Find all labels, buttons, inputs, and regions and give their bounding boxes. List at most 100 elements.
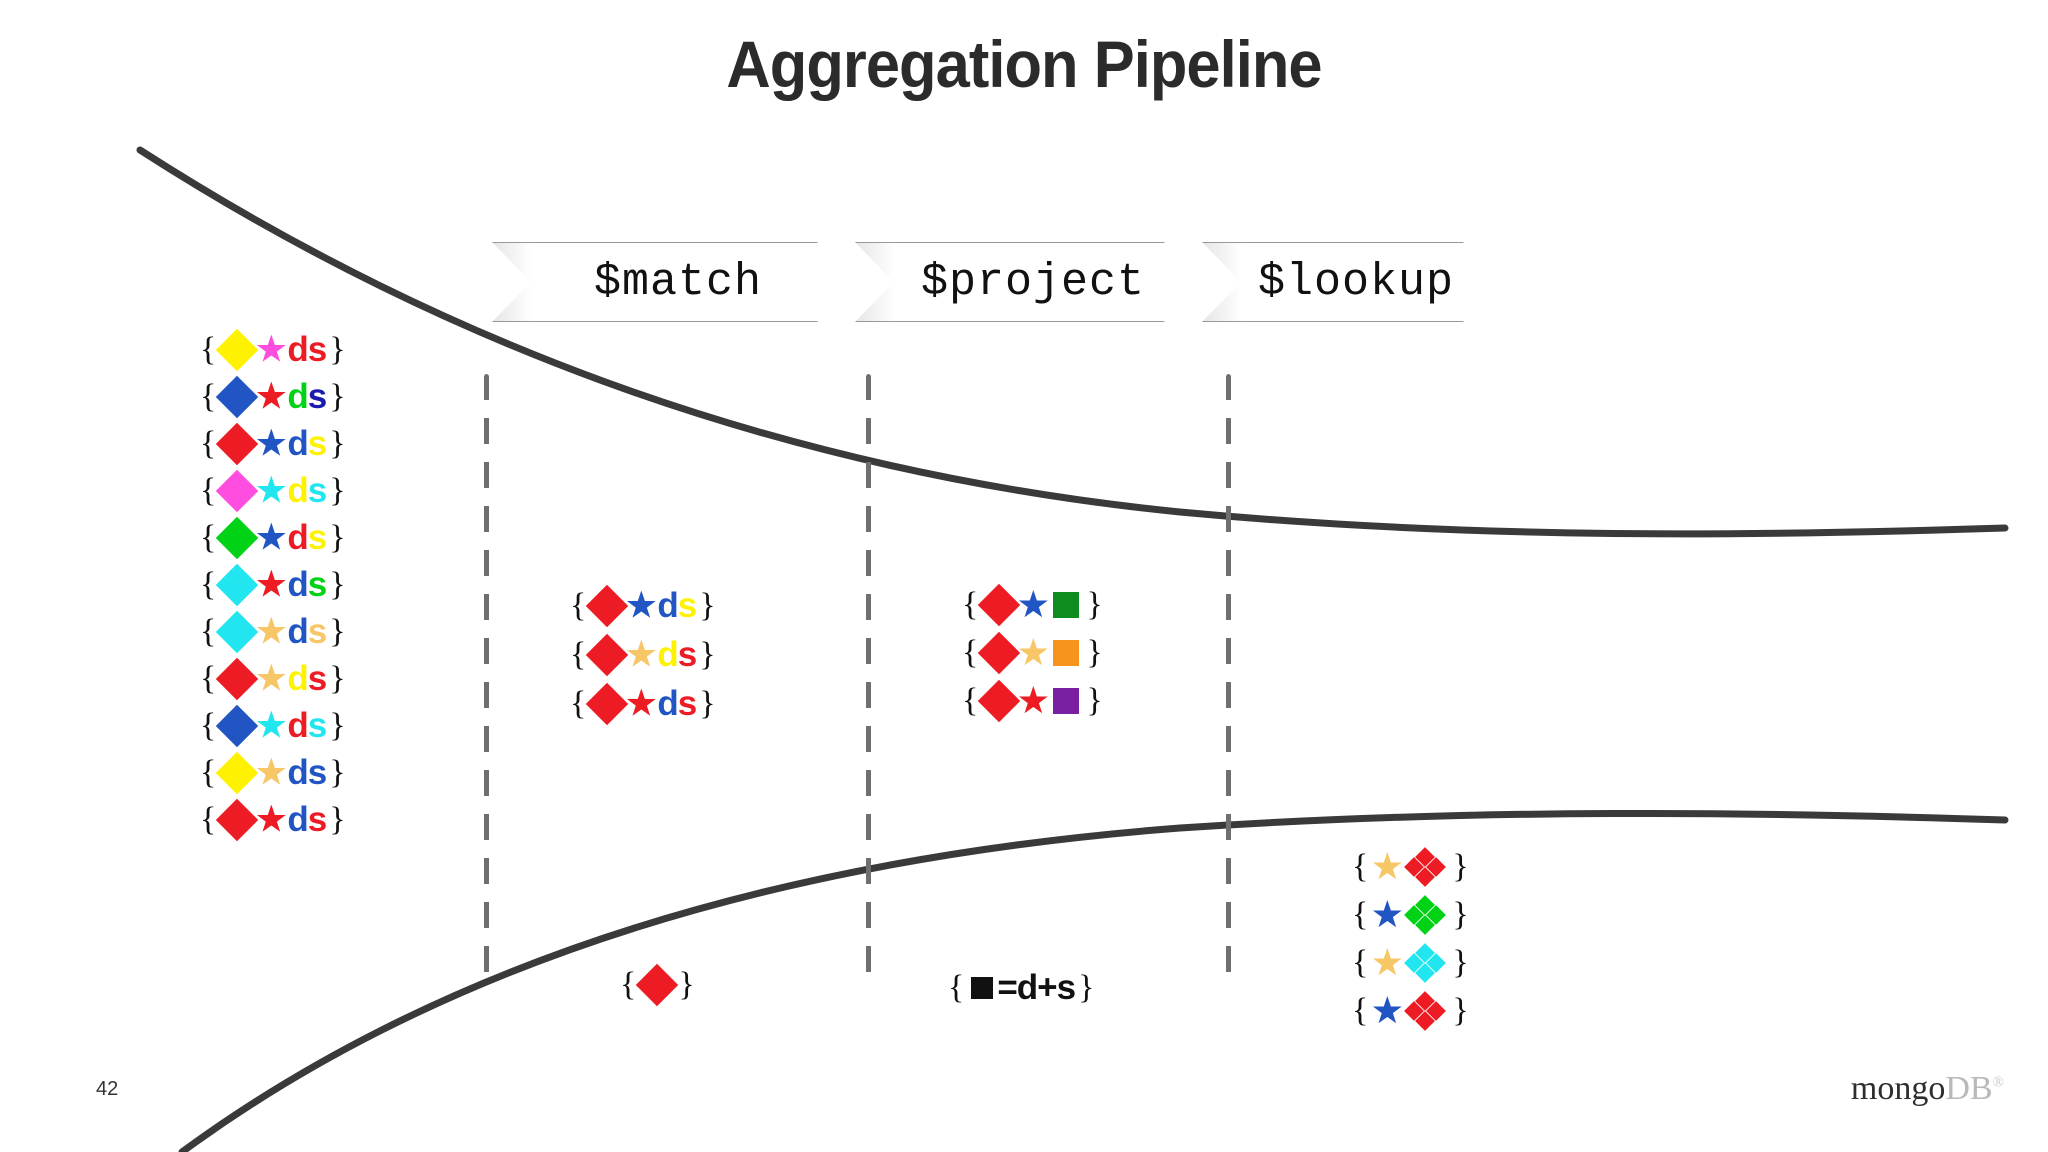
brace-close: } <box>678 966 695 1003</box>
document-row: {} <box>1352 895 1469 935</box>
letter-d: d <box>287 377 308 416</box>
brace-close: } <box>329 612 346 650</box>
document-row: {} <box>962 583 1103 627</box>
project-output-column: {}{}{} <box>962 583 1103 732</box>
document-row: {} <box>962 631 1103 675</box>
brace-close: } <box>329 706 346 744</box>
letter-s: s <box>307 612 327 651</box>
star-icon <box>1372 996 1402 1024</box>
letter-d: d <box>287 659 308 698</box>
letter-s: s <box>307 330 327 369</box>
brace-open: { <box>200 706 217 744</box>
lookup-output-column: {}{}{}{} <box>1352 847 1469 1042</box>
brace-close: } <box>699 586 716 624</box>
letter-d: d <box>287 424 308 463</box>
brace-open: { <box>200 330 217 368</box>
stage-project-label: $project <box>920 256 1146 308</box>
brace-close: } <box>329 377 346 415</box>
letter-s: s <box>307 800 327 839</box>
brace-close: } <box>699 635 716 673</box>
diamond-cluster-icon <box>1404 991 1447 1031</box>
brace-open: { <box>200 565 217 603</box>
brace-close: } <box>1452 896 1469 933</box>
logo-db: DB <box>1945 1070 1993 1107</box>
star-icon <box>256 616 286 644</box>
letter-s: s <box>307 471 327 510</box>
diamond-icon <box>216 751 259 794</box>
star-icon <box>1018 638 1048 666</box>
star-icon <box>256 522 286 550</box>
brace-close: } <box>1086 682 1103 719</box>
brace-close: } <box>1086 586 1103 623</box>
square-icon <box>1053 688 1080 714</box>
brace-close: } <box>329 471 346 509</box>
stage-match-label: $match <box>593 256 763 308</box>
brace-open: { <box>570 586 587 624</box>
stage-lookup-label: $lookup <box>1257 256 1455 308</box>
stage-match[interactable]: $match <box>492 242 856 322</box>
star-icon <box>1372 948 1402 976</box>
letter-s: s <box>307 377 327 416</box>
diamond-icon <box>216 657 259 700</box>
page-number: 42 <box>96 1078 119 1100</box>
letter-d: d <box>287 471 308 510</box>
logo-registered-mark: ® <box>1992 1074 2004 1091</box>
star-icon <box>256 381 286 409</box>
diamond-cluster-icon <box>1404 895 1447 935</box>
brace-open: { <box>570 635 587 673</box>
diamond-icon <box>216 375 259 418</box>
brace-close: } <box>1086 634 1103 671</box>
brace-close: } <box>329 424 346 462</box>
star-icon <box>256 804 286 832</box>
diamond-icon <box>216 610 259 653</box>
document-row: {} <box>1352 991 1469 1031</box>
brace-close: } <box>1078 969 1095 1006</box>
letter-s: s <box>677 684 697 723</box>
divider-after-project <box>1226 374 1231 974</box>
star-icon <box>256 428 286 456</box>
brace-close: } <box>1452 992 1469 1029</box>
pipeline-stage-bar: $match $project $lookup <box>492 242 1501 320</box>
mongodb-logo: mongoDB® <box>1851 1070 2004 1108</box>
diamond-icon <box>586 584 629 627</box>
brace-open: { <box>200 659 217 697</box>
brace-open: { <box>200 753 217 791</box>
diamond-icon <box>636 963 679 1007</box>
letter-d: d <box>657 684 678 723</box>
star-icon <box>626 590 656 618</box>
star-icon <box>256 710 286 738</box>
brace-open: { <box>620 966 637 1003</box>
brace-open: { <box>200 800 217 838</box>
diamond-icon <box>586 633 629 676</box>
brace-open: { <box>1352 992 1369 1029</box>
letter-d: d <box>657 635 678 674</box>
logo-mongo: mongo <box>1850 1070 1946 1107</box>
star-icon <box>1372 900 1402 928</box>
funnel-top-curve <box>136 146 2009 538</box>
stage-project[interactable]: $project <box>855 242 1203 322</box>
brace-close: } <box>1452 944 1469 981</box>
brace-open: { <box>200 612 217 650</box>
brace-close: } <box>699 684 716 722</box>
document-row: {} <box>1352 943 1469 983</box>
project-formula-text: =d+s <box>997 968 1076 1007</box>
diamond-icon <box>216 516 259 559</box>
project-formula-annotation: { =d+s} <box>948 968 1094 1008</box>
diamond-cluster-icon <box>1404 943 1447 983</box>
brace-open: { <box>948 969 965 1006</box>
diamond-icon <box>216 563 259 606</box>
brace-open: { <box>962 586 979 623</box>
diamond-icon <box>216 798 259 841</box>
letter-s: s <box>307 659 327 698</box>
brace-open: { <box>200 424 217 462</box>
letter-d: d <box>287 330 308 369</box>
diamond-icon <box>978 583 1021 627</box>
stage-lookup[interactable]: $lookup <box>1202 242 1502 322</box>
